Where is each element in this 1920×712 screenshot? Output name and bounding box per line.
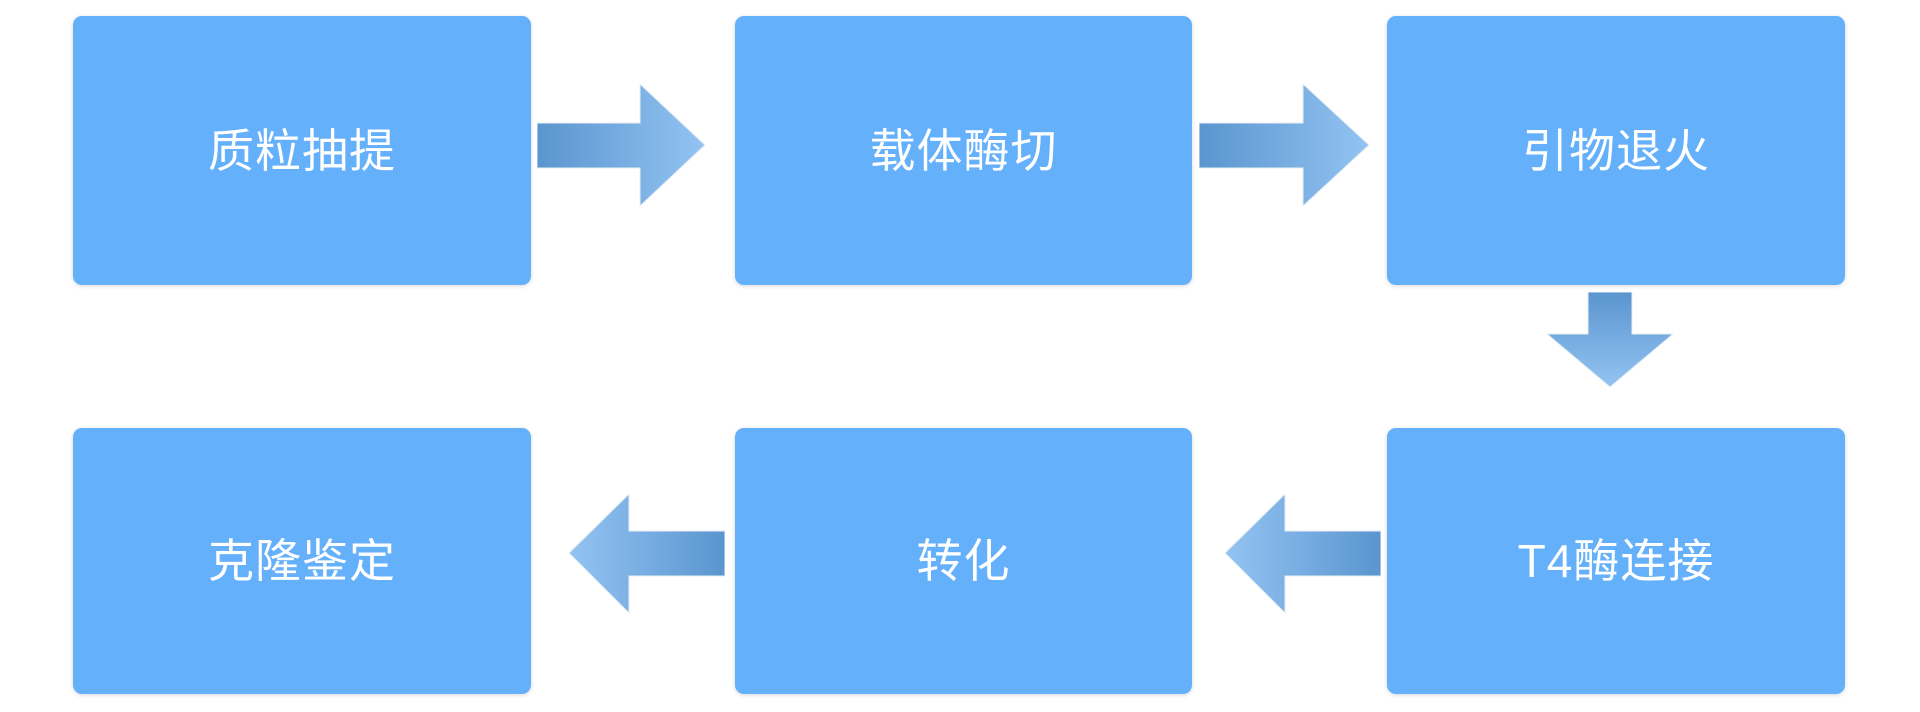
connector-primer-to-ligation [1547, 292, 1673, 387]
node-label: 克隆鉴定 [208, 535, 396, 587]
process-node-t4-ligation[interactable]: T4酶连接 [1387, 428, 1845, 694]
arrow-right-icon [1199, 84, 1369, 206]
node-label: 载体酶切 [869, 124, 1058, 177]
connector-ligation-to-transformation [1225, 494, 1381, 613]
connector-plasmid-to-vector [537, 84, 705, 206]
process-node-clone-identification[interactable]: 克隆鉴定 [73, 428, 531, 694]
node-label: 引物退火 [1522, 124, 1710, 177]
node-label: 质粒抽提 [208, 124, 396, 177]
process-node-transformation[interactable]: 转化 [735, 428, 1192, 694]
arrow-down-icon [1547, 292, 1673, 387]
arrow-left-icon [569, 494, 725, 613]
process-node-primer-annealing[interactable]: 引物退火 [1387, 16, 1845, 285]
arrow-right-icon [537, 84, 705, 206]
arrow-left-icon [1225, 494, 1381, 613]
connector-vector-to-primer [1199, 84, 1369, 206]
node-label: T4酶连接 [1517, 535, 1715, 587]
connector-transformation-to-clone [569, 494, 725, 613]
node-label: 转化 [916, 535, 1011, 587]
process-node-vector-digestion[interactable]: 载体酶切 [735, 16, 1192, 285]
process-node-plasmid-extraction[interactable]: 质粒抽提 [73, 16, 531, 285]
